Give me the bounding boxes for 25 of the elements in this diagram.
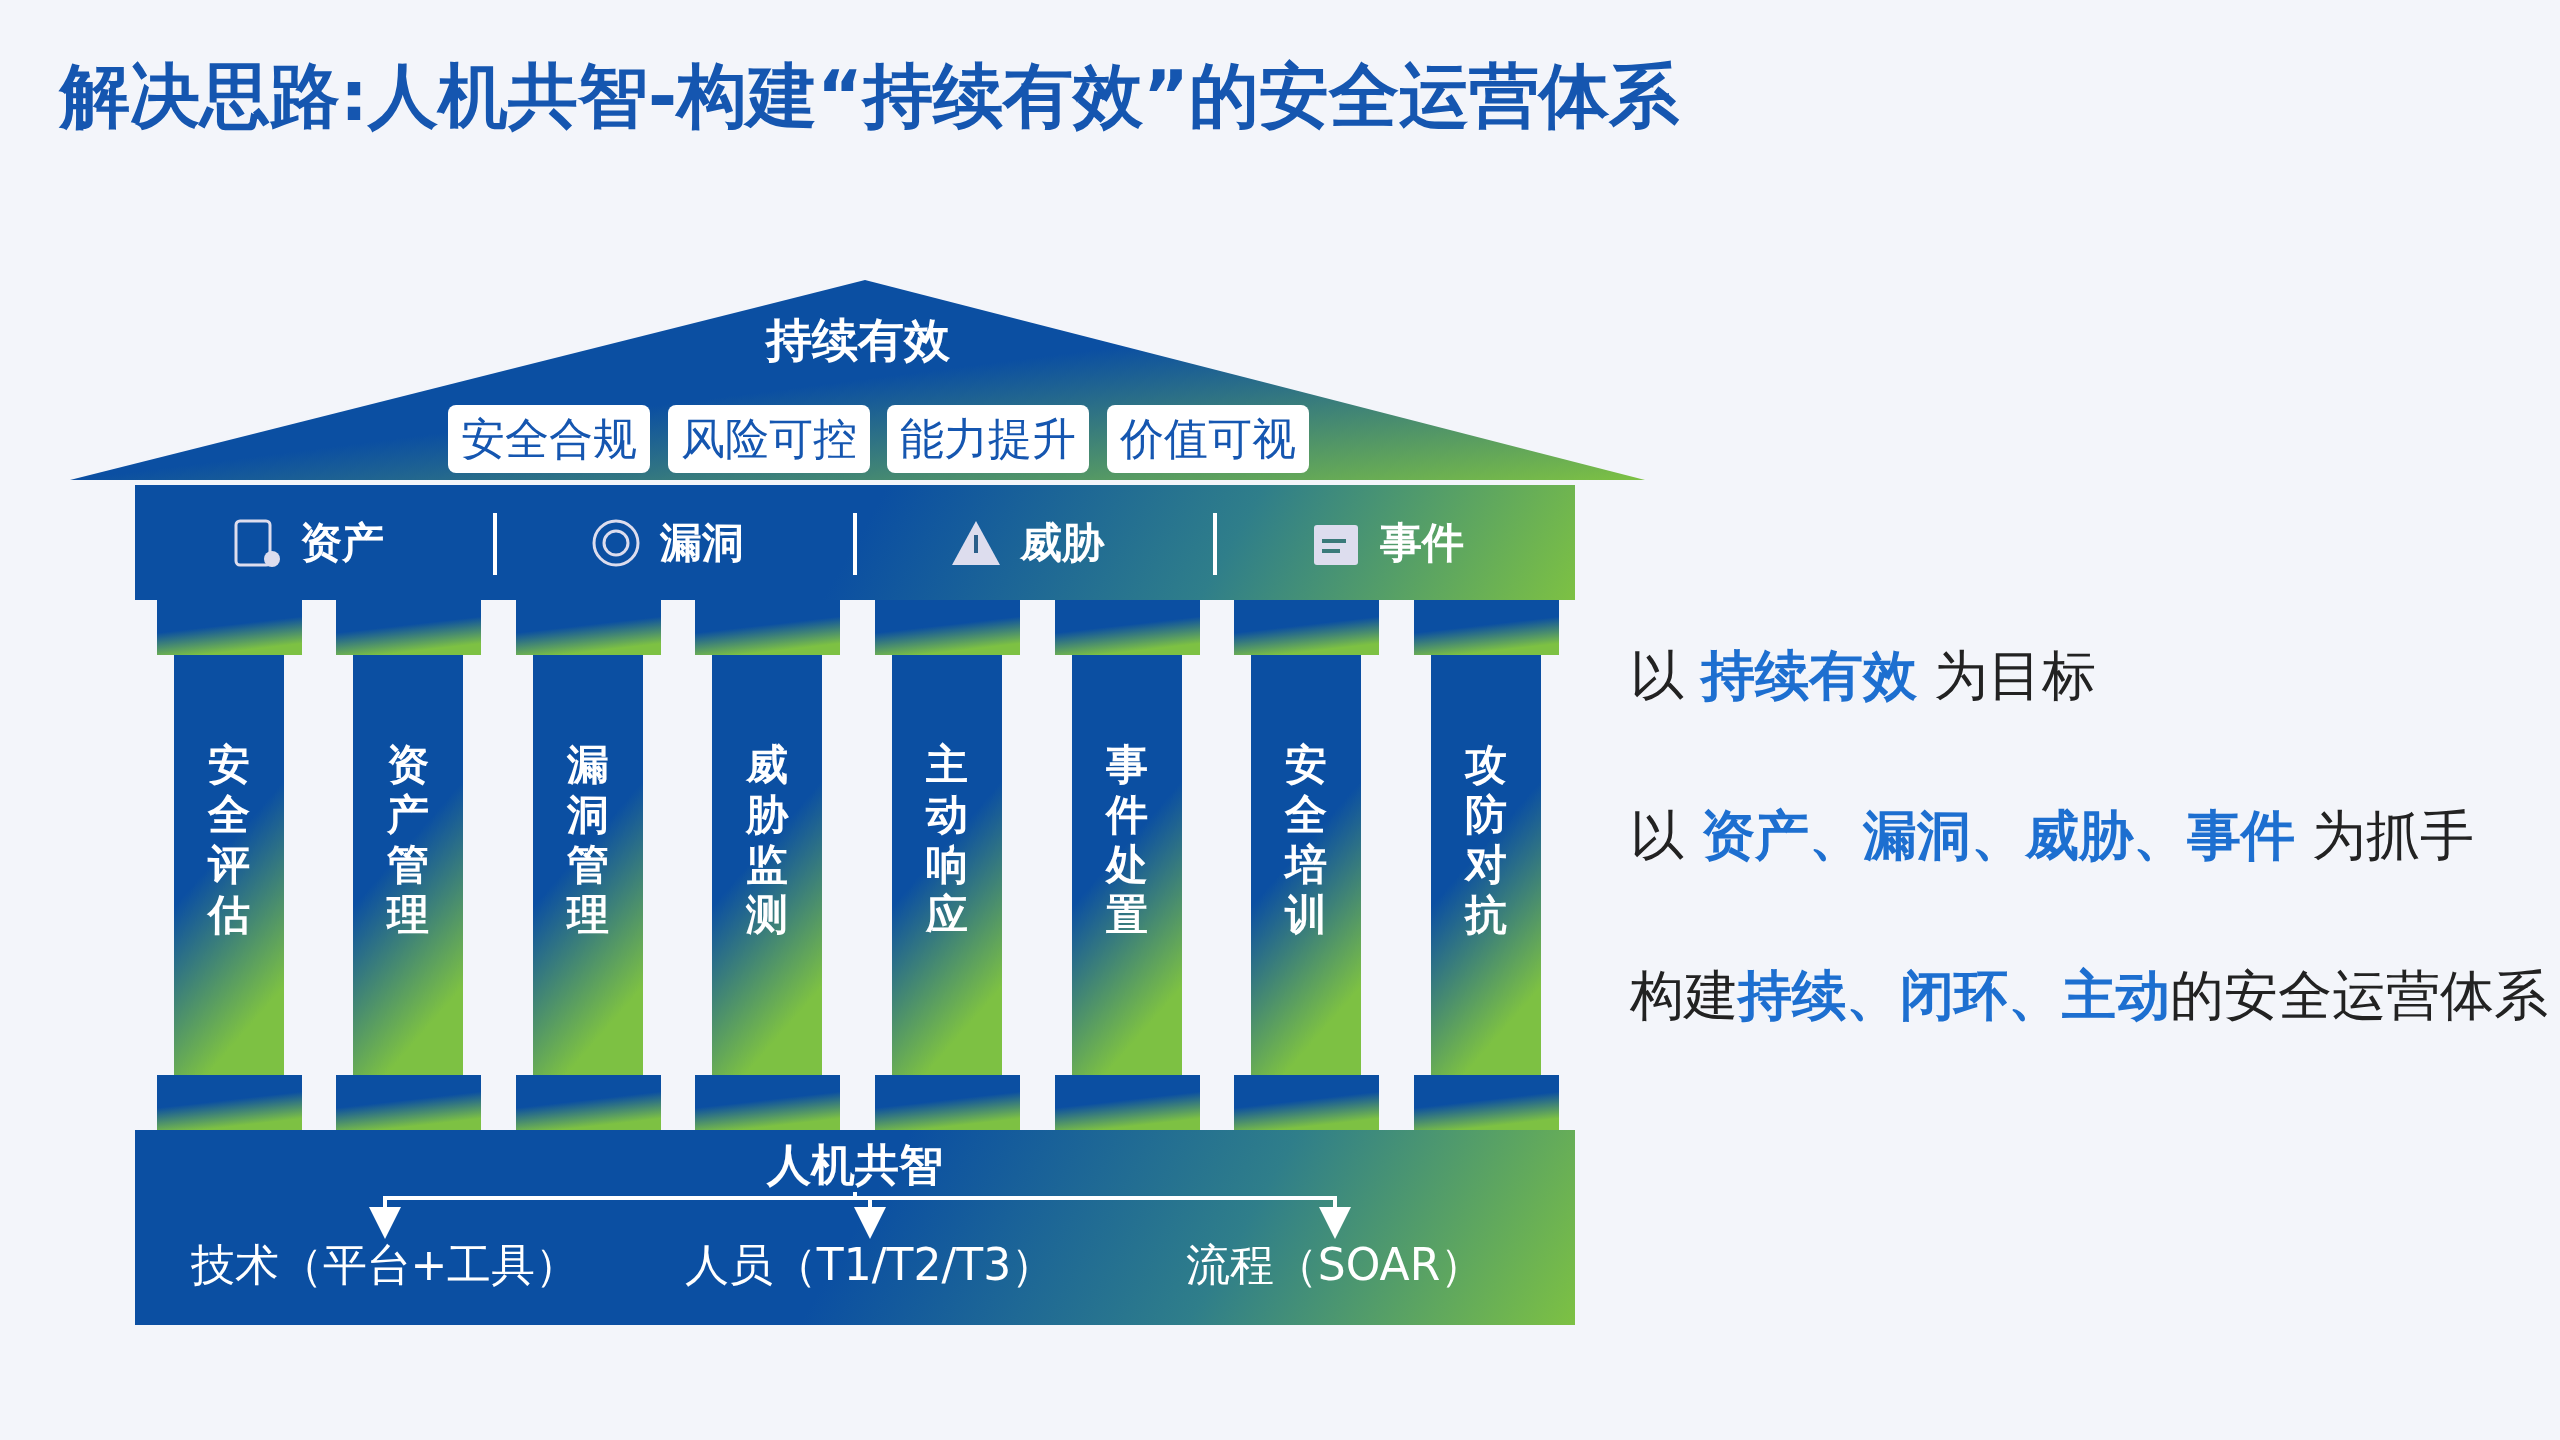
value-tag: 风险可控 xyxy=(668,405,870,473)
title: 解决思路:人机共智-构建“持续有效”的安全运营体系 xyxy=(60,54,1680,139)
pillar-label: 漏洞管理 xyxy=(565,740,610,940)
value-tag: 能力提升 xyxy=(887,405,1089,473)
value-tag: 价值可视 xyxy=(1107,405,1309,473)
pillar-label: 安全培训 xyxy=(1283,740,1328,940)
statement: 构建持续、闭环、主动的安全运营体系 xyxy=(1630,963,2548,1029)
foundation-heading: 人机共智 xyxy=(755,1138,955,1192)
roof-heading: 持续有效 xyxy=(764,312,951,369)
statement: 以 持续有效 为目标 xyxy=(1630,643,2097,709)
pillar-label: 安全评估 xyxy=(206,740,251,940)
value-tag: 安全合规 xyxy=(448,405,650,473)
beam xyxy=(135,485,1575,600)
pillar-label: 威胁监测 xyxy=(744,740,790,940)
foundation xyxy=(135,1130,1575,1325)
pillar-label: 事件处置 xyxy=(1104,740,1149,940)
category-label: 漏洞 xyxy=(660,517,744,569)
category-label: 事件 xyxy=(1380,517,1464,569)
arrow xyxy=(853,1192,1351,1239)
pillar-label: 主动响应 xyxy=(924,740,969,940)
pillar-label: 资产管理 xyxy=(385,740,430,940)
category-label: 资产 xyxy=(300,517,384,569)
pillar-label: 攻防对抗 xyxy=(1463,740,1508,940)
statement: 以 资产、漏洞、威胁、事件 为抓手 xyxy=(1630,803,2475,869)
category-label: 威胁 xyxy=(1020,517,1104,569)
